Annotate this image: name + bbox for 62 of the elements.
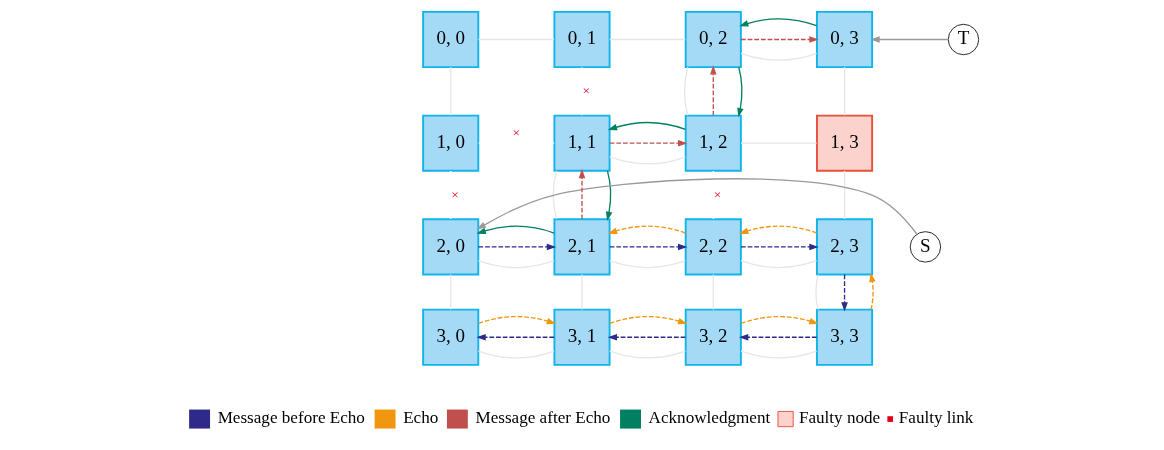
node-box: 0, 2 xyxy=(684,10,742,69)
node-box: 0, 1 xyxy=(553,10,611,69)
arrow xyxy=(740,36,819,43)
arrow xyxy=(476,334,555,341)
connector xyxy=(477,350,555,359)
arrow xyxy=(740,243,819,251)
node-box: 3, 0 xyxy=(422,308,480,366)
arrow xyxy=(737,66,744,118)
edge-label: × xyxy=(451,186,459,202)
legend-label: Faulty node xyxy=(798,408,881,428)
node-box: 2, 2 xyxy=(684,218,742,276)
arrow xyxy=(609,243,688,251)
arrow xyxy=(607,334,687,341)
connector xyxy=(552,170,558,220)
node-box: 2, 1 xyxy=(553,218,611,276)
legend-label: Faulty link xyxy=(898,408,974,428)
node-box: 0, 3 xyxy=(816,10,874,69)
node-box: 1, 1 xyxy=(553,114,611,172)
node-box: 3, 3 xyxy=(816,308,874,366)
node-box: 0, 0 xyxy=(422,10,480,69)
node-circle: S xyxy=(909,231,942,263)
legend-label: Message after Echo xyxy=(475,408,611,428)
arrow xyxy=(710,65,717,116)
arrow xyxy=(605,170,613,221)
arrow xyxy=(738,334,818,341)
node-box: 1, 2 xyxy=(684,114,742,172)
arrow xyxy=(477,315,556,325)
edge-label: × xyxy=(512,124,521,140)
legend-label: Message before Echo xyxy=(217,408,365,428)
node-box: 3, 2 xyxy=(684,308,742,366)
connector xyxy=(684,66,689,116)
connector xyxy=(740,260,818,269)
node-box: 2, 3 xyxy=(816,218,874,276)
arrow xyxy=(609,315,688,325)
arrow xyxy=(578,168,586,220)
node-box: 2, 0 xyxy=(422,218,480,276)
node-box: 1, 3 xyxy=(816,114,874,172)
connector xyxy=(477,260,555,269)
arrow xyxy=(740,315,819,325)
connector xyxy=(609,350,687,359)
arrow xyxy=(869,272,876,311)
node-box: 3, 1 xyxy=(553,308,611,366)
arrow xyxy=(739,225,818,234)
arrow xyxy=(609,139,688,147)
arrow xyxy=(739,18,818,27)
arrow xyxy=(841,273,848,312)
arrow xyxy=(476,225,555,234)
connector xyxy=(740,52,818,61)
connector xyxy=(609,260,687,269)
arrow xyxy=(477,243,557,251)
node-circle: T xyxy=(947,23,980,56)
arrow xyxy=(607,225,687,234)
legend-label: Echo xyxy=(403,408,439,428)
node-box: 1, 0 xyxy=(422,114,480,172)
arrow xyxy=(607,121,687,131)
edge-label: × xyxy=(582,82,591,98)
arrow xyxy=(476,178,918,235)
connector xyxy=(740,350,818,359)
connector xyxy=(609,156,687,165)
legend-label: Acknowledgment xyxy=(648,408,771,428)
arrow xyxy=(870,36,949,43)
edge-label: × xyxy=(713,186,722,202)
